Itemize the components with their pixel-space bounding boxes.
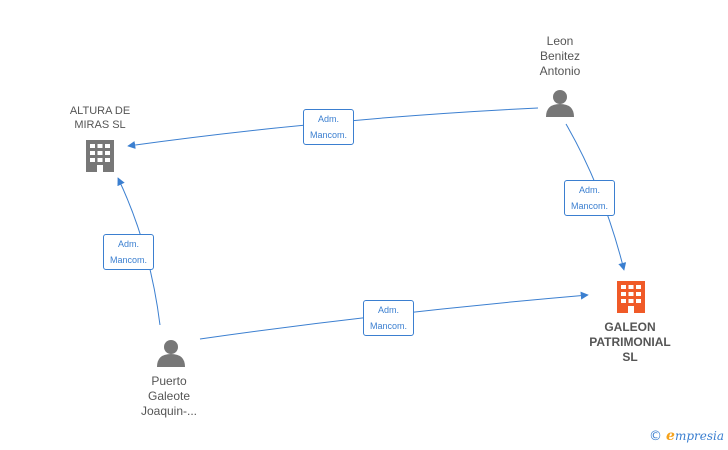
node-label-leon[interactable]: Leon Benitez Antonio <box>539 34 581 78</box>
node-label-galeon[interactable]: GALEON PATRIMONIAL SL <box>589 320 671 364</box>
node-label-puerto[interactable]: Puerto Galeote Joaquin-... <box>140 374 198 418</box>
brand-name: mpresia <box>674 429 724 443</box>
edge-label-puerto-altura: Adm. Mancom. <box>103 234 155 270</box>
building-icon[interactable] <box>617 281 645 313</box>
person-icon[interactable] <box>546 90 574 117</box>
node-label-altura[interactable]: ALTURA DE MIRAS SL <box>69 105 131 131</box>
edge-label-leon-altura: Adm. Mancom. <box>303 109 355 145</box>
brand-logo[interactable]: ©empresia <box>649 428 724 444</box>
person-icon[interactable] <box>157 340 185 367</box>
edge-label-puerto-galeon: Adm. Mancom. <box>363 300 415 336</box>
building-icon[interactable] <box>86 140 114 172</box>
brand-initial: e <box>666 428 675 444</box>
copyright-symbol: © <box>649 429 663 444</box>
edge-label-leon-galeon: Adm. Mancom. <box>564 180 616 216</box>
